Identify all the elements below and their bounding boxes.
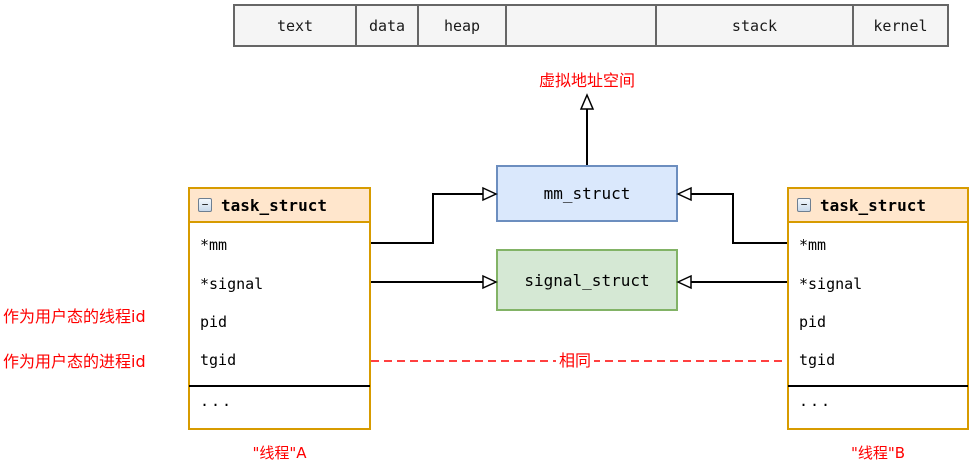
- fields-divider: [189, 385, 370, 387]
- field-mm: *mm: [799, 236, 827, 254]
- collapse-icon[interactable]: −: [198, 198, 212, 212]
- task-struct-b-box: − task_struct *mm *signal pid tgid ...: [787, 187, 969, 430]
- signal-struct-box: signal_struct: [496, 249, 678, 311]
- arrowhead-left-icon: [676, 186, 692, 202]
- thread-a-caption: "线程"A: [252, 444, 307, 462]
- fields-divider: [788, 385, 968, 387]
- task-struct-a-title: task_struct: [221, 195, 327, 215]
- arrowhead-left-icon: [676, 274, 692, 290]
- field-pid: pid: [200, 313, 228, 331]
- memory-segment-text: text: [276, 16, 314, 35]
- memory-layout-bar: text data heap stack kernel: [233, 4, 949, 47]
- same-annotation: 相同: [556, 352, 595, 370]
- task-struct-b-header: − task_struct: [789, 189, 967, 223]
- fields-ellipsis: ...: [200, 392, 234, 410]
- thread-b-caption: "线程"B: [850, 444, 906, 462]
- field-signal: *signal: [799, 275, 863, 293]
- memory-segment-heap: heap: [417, 6, 505, 45]
- task-struct-b-title: task_struct: [820, 195, 926, 215]
- fields-ellipsis: ...: [799, 392, 833, 410]
- arrowhead-right-icon: [482, 274, 498, 290]
- memory-segment-data: data: [355, 6, 417, 45]
- signal-struct-title: signal_struct: [524, 270, 650, 290]
- virtual-address-space-label: 虚拟地址空间: [538, 71, 635, 90]
- arrow-taska-mm: [371, 193, 483, 244]
- task-struct-a-header: − task_struct: [190, 189, 369, 223]
- field-signal: *signal: [200, 275, 264, 293]
- arrowhead-up-icon: [579, 93, 595, 110]
- arrowhead-right-icon: [482, 186, 498, 202]
- memory-segment-stack: stack: [655, 6, 852, 45]
- collapse-icon[interactable]: −: [797, 198, 811, 212]
- task-struct-a-box: − task_struct *mm *signal pid tgid ...: [188, 187, 371, 430]
- field-tgid: tgid: [200, 351, 237, 369]
- pid-annotation: 作为用户态的线程id: [3, 307, 146, 326]
- tgid-annotation: 作为用户态的进程id: [3, 352, 146, 371]
- mm-struct-box: mm_struct: [496, 165, 678, 222]
- memory-segment-kernel: kernel: [852, 6, 947, 45]
- field-tgid: tgid: [799, 351, 836, 369]
- mm-struct-title: mm_struct: [543, 184, 631, 203]
- field-mm: *mm: [200, 236, 228, 254]
- field-pid: pid: [799, 313, 827, 331]
- arrow-taskb-mm: [691, 193, 787, 244]
- memory-segment-empty: [505, 6, 655, 45]
